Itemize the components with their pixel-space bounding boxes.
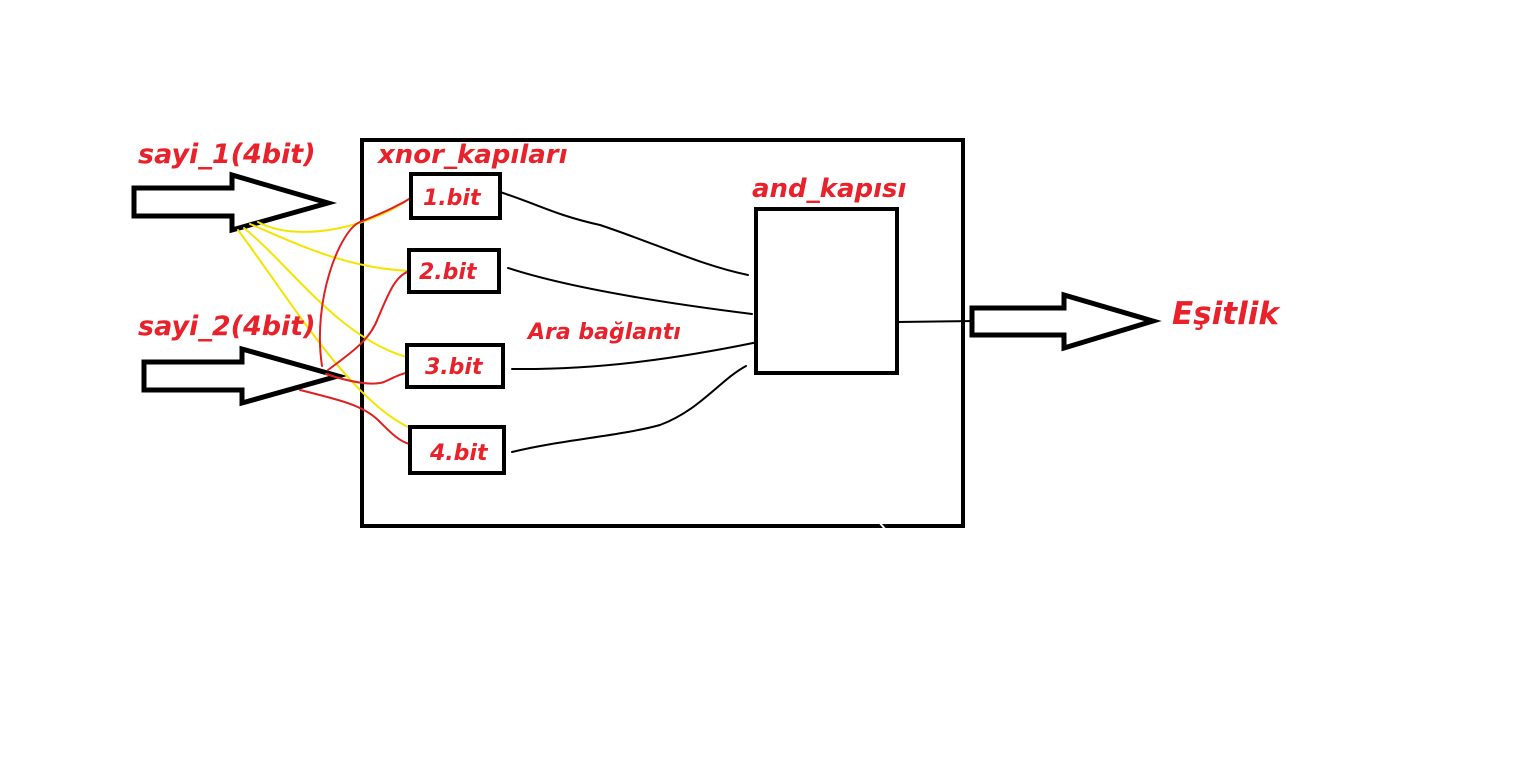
wire-sayi-2-bit2	[327, 270, 411, 371]
wire-sayi-1-bit3	[243, 227, 411, 359]
gate-label-bit2: 2.bit	[419, 260, 478, 285]
gate-label-bit1: 1.bit	[423, 186, 482, 211]
stray-mark	[877, 520, 887, 531]
input-label-sayi-1: sayi_1(4bit)	[138, 139, 316, 170]
and-output-line	[896, 320, 976, 323]
input-arrow-sayi-2	[141, 345, 348, 407]
link-bit3-and	[511, 341, 759, 371]
intermediate-connections	[499, 191, 759, 453]
gate-label-bit3: 3.bit	[425, 355, 484, 380]
xnor-gate-bit1	[409, 172, 502, 220]
wire-sayi-2-bit4	[299, 389, 411, 445]
wire-sayi-2-bit3	[325, 371, 411, 385]
module-label: xnor_kapıları	[376, 140, 568, 170]
output-arrow	[969, 291, 1162, 352]
wire-sayi-1-bit2	[249, 223, 411, 272]
link-bit1-and	[499, 191, 749, 276]
xnor-gate-bit2	[407, 248, 501, 294]
link-bit2-and	[507, 267, 753, 315]
input-arrow-sayi-1	[131, 171, 338, 234]
xnor-gate-bit4	[408, 425, 506, 475]
wire-sayi-2-bit1	[318, 194, 417, 367]
connection-label: Ara bağlantı	[526, 320, 681, 345]
gate-label-bit4: 4.bit	[429, 441, 489, 466]
input-label-sayi-2: sayi_2(4bit)	[138, 311, 316, 342]
wires-sayi-2	[299, 194, 417, 445]
and-gate-label: and_kapısı	[752, 174, 907, 204]
output-label: Eşitlik	[1172, 296, 1281, 332]
link-bit4-and	[511, 365, 747, 453]
wire-sayi-1-bit4	[237, 229, 411, 429]
and-gate	[754, 207, 899, 375]
xnor-gate-bit3	[405, 343, 505, 389]
